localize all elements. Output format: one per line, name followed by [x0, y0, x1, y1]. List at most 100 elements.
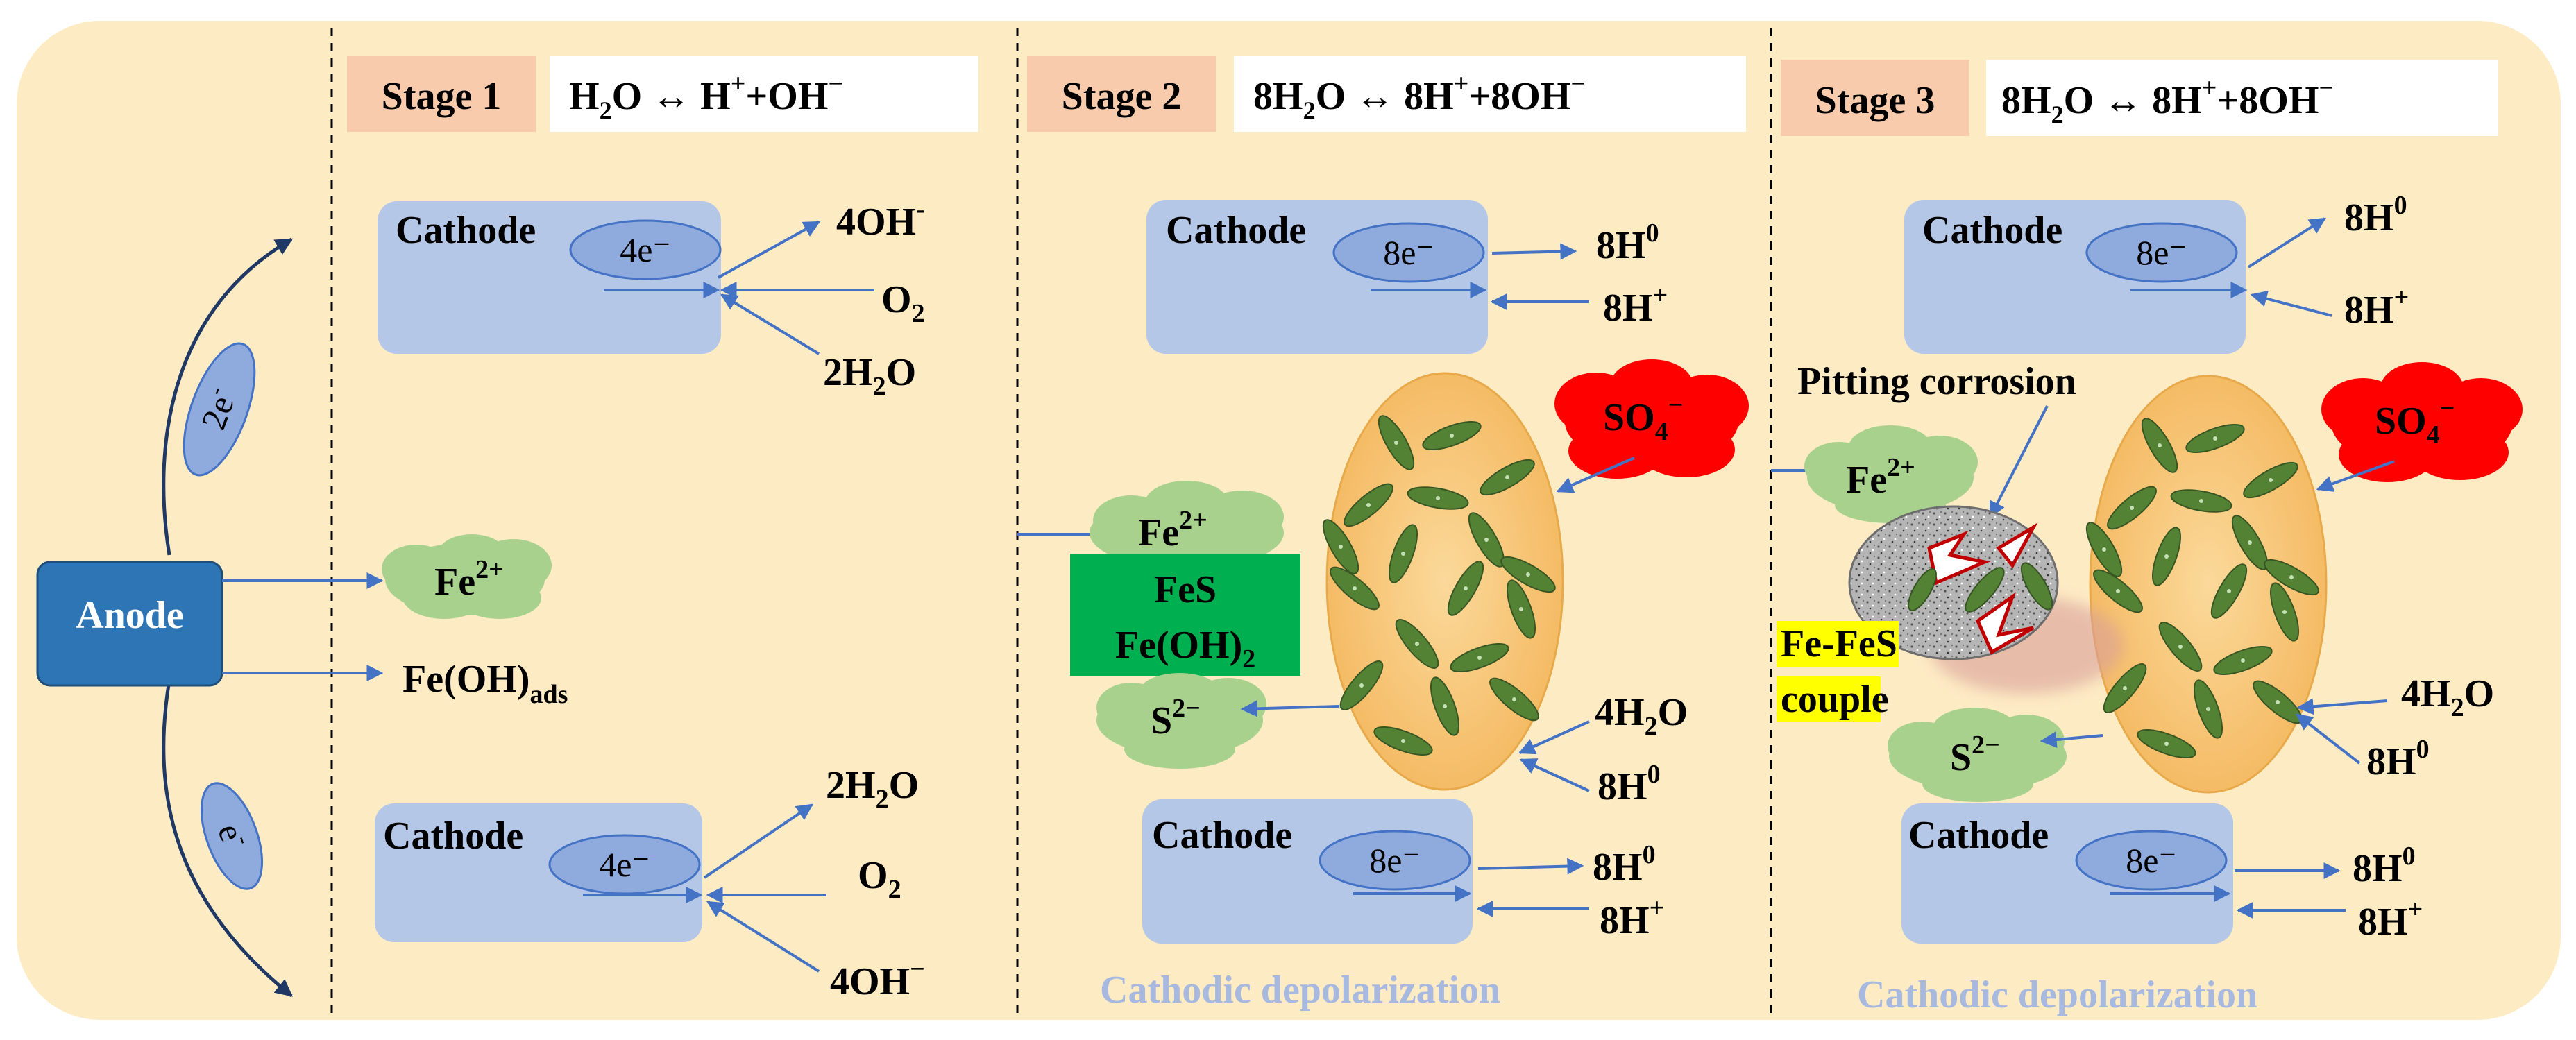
bacterium-spot [1401, 739, 1405, 743]
stage3-cathode-top-label: Cathode [1922, 209, 2062, 252]
stage1-top-out1: 4OH- [836, 195, 925, 244]
stage2-fes-line1: FeS [1154, 568, 1217, 611]
svg-text:4e⁻: 4e⁻ [620, 230, 671, 269]
stage1-top-out3: 2H2O [823, 351, 916, 401]
stage2-reaction: 8H2O ↔ 8H++8OH− [1253, 69, 1586, 124]
bacterium-spot [1512, 697, 1516, 701]
stage3-cathode-bottom-label: Cathode [1908, 814, 2049, 857]
bacterium-spot [2123, 686, 2127, 690]
bacterium-spot [2227, 589, 2231, 593]
bacterium-spot [2282, 610, 2287, 614]
stage3-top-out2: 8H+ [2344, 283, 2409, 332]
bacterium-spot [2241, 658, 2245, 663]
bacterium-spot [1526, 572, 1530, 577]
stage3-corrosion-pit [1848, 505, 2124, 694]
electron-curve-upper [162, 237, 294, 556]
anode-label: Anode [76, 594, 184, 637]
stage3-sulfide-cloud [1888, 708, 2067, 802]
stage3-bottom-out1: 8H0 [2353, 842, 2416, 890]
svg-text:8e⁻: 8e⁻ [2126, 841, 2177, 880]
stage2-bact-out1: 4H2O [1595, 691, 1688, 741]
bacterium-spot [1366, 503, 1371, 507]
bacterium-spot [2130, 506, 2134, 510]
stage2-bact-out2: 8H0 [1598, 760, 1661, 808]
bacterium-spot [1415, 642, 1419, 646]
bacterium-spot [2276, 700, 2280, 704]
bacterium-spot [1450, 434, 1454, 438]
stage3-reaction: 8H2O ↔ 8H++8OH− [2001, 74, 2334, 128]
anode-box [36, 561, 223, 687]
stage1-tag-label: Stage 1 [382, 75, 502, 118]
stage3-couple-line1: Fe-FeS [1781, 622, 1897, 665]
bacterium-spot [1484, 538, 1489, 542]
stage2-tag [1027, 56, 1216, 132]
stage3-tag [1781, 60, 1969, 136]
stage2-top-out2: 8H+ [1603, 281, 1668, 330]
stage1-bottom-out2: O2 [858, 854, 901, 904]
stage3-fe-label: Fe2+ [1846, 453, 1915, 502]
stage2-fes-line2: Fe(OH)2 [1115, 624, 1255, 674]
stage2-sulfide-label: S2− [1151, 694, 1201, 742]
svg-text:8e⁻: 8e⁻ [1369, 841, 1421, 880]
stage3-sulfate-label: SO4− [2375, 394, 2455, 450]
stage3-bacteria-group [2085, 418, 2319, 758]
svg-text:8e⁻: 8e⁻ [2136, 233, 2187, 272]
stage1-fe-cloud [382, 534, 552, 619]
stage1-fe-label: Fe2+ [434, 555, 504, 604]
bacterium-spot [2248, 540, 2252, 545]
stage2-bacteria-group [1322, 415, 1556, 756]
bacterium-spot [2116, 589, 2120, 593]
stage2-bottom-out1: 8H0 [1593, 840, 1656, 889]
bacterium-spot [2289, 575, 2294, 579]
electron-token-2e: 2e- [183, 342, 256, 477]
stage3-fe-cloud [1804, 425, 1978, 523]
stage2-cathode-bottom-label: Cathode [1152, 814, 1292, 857]
bacterium-spot [2164, 554, 2169, 559]
stage3-sulfate-cloud [2321, 362, 2523, 482]
stage3-footer: Cathodic depolarization [1857, 973, 2257, 1016]
stage1-reaction-box [550, 56, 978, 132]
stage1-bottom-out1: 2H2O [826, 764, 919, 814]
stage1-cathode-bottom-label: Cathode [383, 815, 523, 858]
stage1-reaction: H2O ↔ H++OH− [569, 69, 843, 124]
stage2-bottom-out2: 8H+ [1600, 894, 1664, 942]
stage1-bottom-out3: 4OH− [830, 955, 925, 1003]
bacterium-spot [1394, 441, 1398, 445]
electron-curve-lower [162, 679, 293, 997]
bacterium-spot [2199, 499, 2203, 503]
stage2-top-out1: 8H0 [1596, 219, 1659, 267]
bacterium-spot [1401, 552, 1405, 556]
stage3-tag-label: Stage 3 [1815, 79, 1935, 122]
stage2-tag-label: Stage 2 [1062, 75, 1182, 118]
bacterium-spot [2164, 742, 2169, 746]
stage1-tag [347, 56, 536, 132]
bacterium-spot [1359, 683, 1364, 688]
bacterium-spot [1436, 496, 1440, 500]
stage1-cathode-top-label: Cathode [396, 209, 536, 252]
bacterium-spot [1443, 704, 1447, 708]
stage3-bact-out1: 4H2O [2401, 672, 2494, 722]
stage2-fe-cloud [1090, 481, 1284, 569]
electron-token-e: e- [200, 782, 264, 890]
stage3-couple-line2-box [1777, 676, 1881, 722]
stage2-sulfate-label: SO4− [1603, 391, 1683, 446]
svg-text:4e⁻: 4e⁻ [599, 845, 650, 884]
stage3-couple-line2: couple [1781, 678, 1889, 721]
bacterium-spot [2178, 645, 2183, 649]
bacterium-spot [1519, 607, 1523, 611]
stage2-cathode-top-label: Cathode [1166, 209, 1306, 252]
bacterium-spot [2158, 443, 2162, 447]
stage3-bact-out2: 8H0 [2366, 735, 2430, 783]
stage2-reaction-box [1234, 56, 1746, 132]
bacterium-spot [1505, 475, 1509, 479]
stage3-sulfide-label: S2− [1950, 731, 2000, 779]
bacterium-spot [2213, 436, 2217, 441]
stage1-cathode-top-electrons [569, 219, 722, 280]
stage3-top-out1: 8H0 [2344, 191, 2407, 239]
bacterium-spot [2102, 547, 2106, 552]
bacterium-spot [2206, 707, 2210, 711]
stage1-top-out2: O2 [881, 278, 925, 328]
bacterium-spot [1339, 545, 1343, 549]
bacterium-spot [1353, 586, 1357, 590]
